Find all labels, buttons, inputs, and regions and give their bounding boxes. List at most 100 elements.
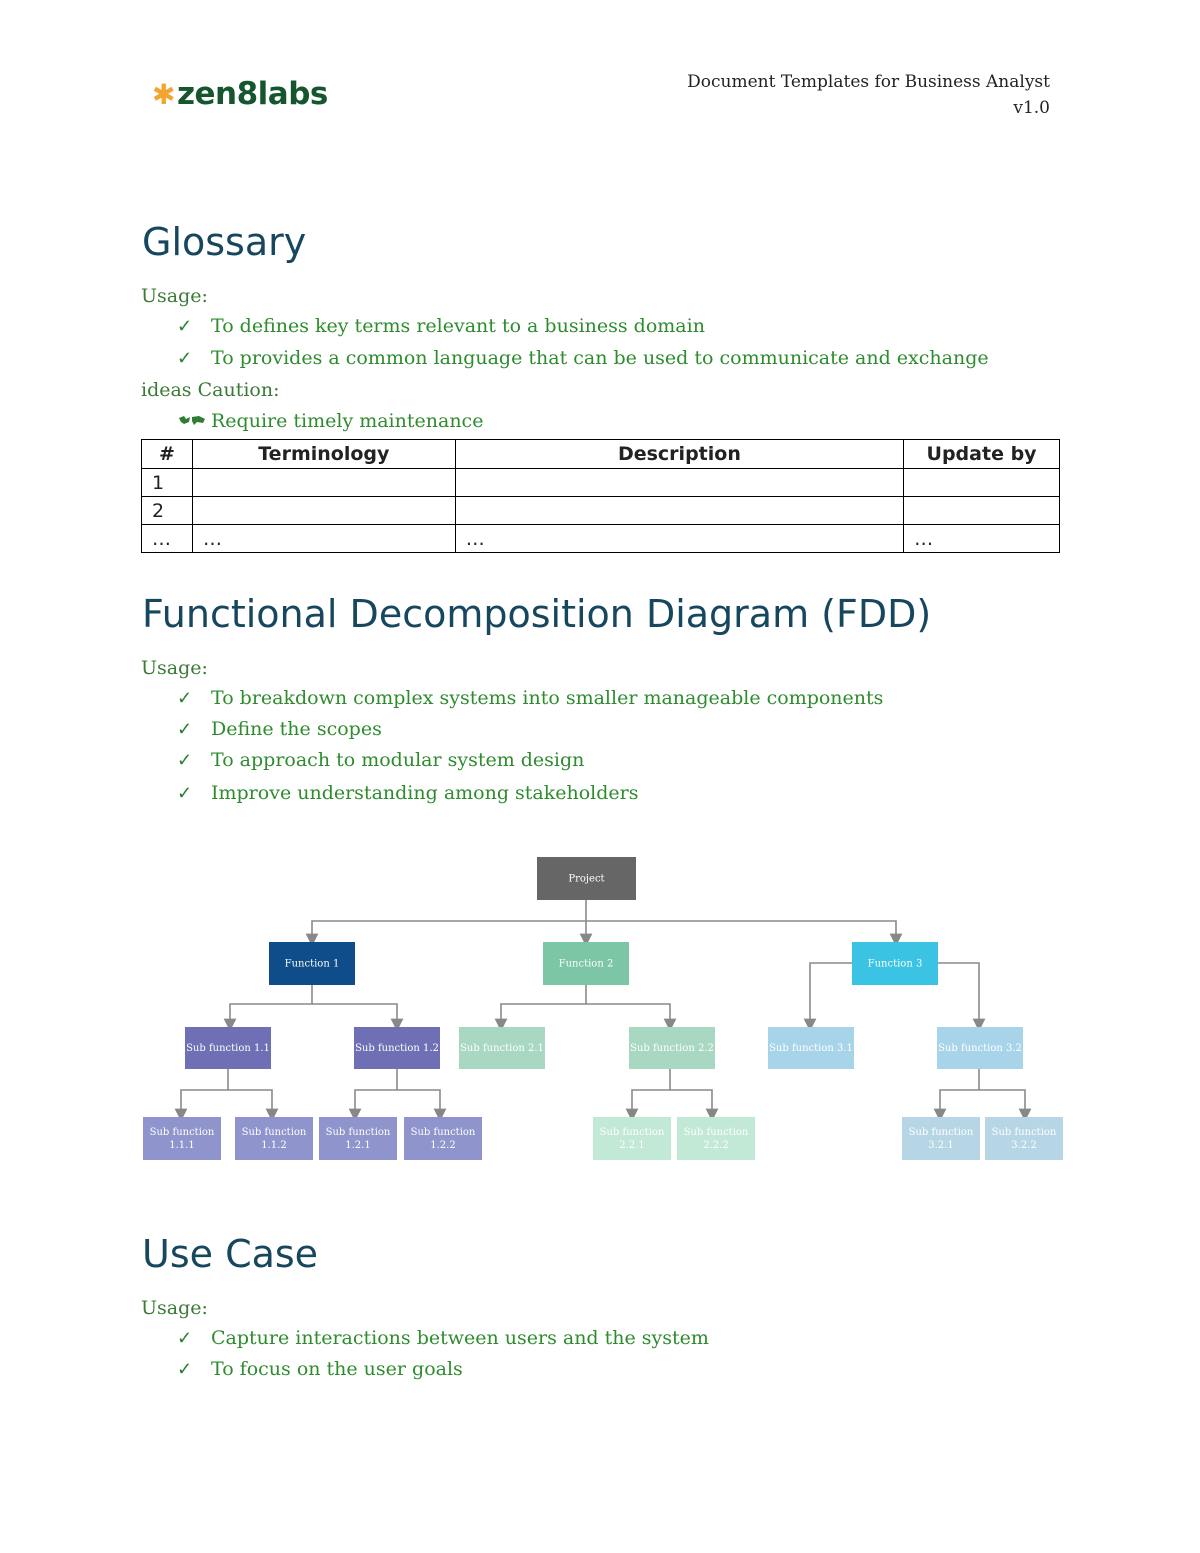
svg-text:Sub function: Sub function — [909, 1127, 974, 1138]
fdd-heading: Functional Decomposition Diagram (FDD) — [142, 592, 932, 636]
company-logo: ✱ zen8labs — [152, 72, 328, 116]
svg-text:Sub function 3.2: Sub function 3.2 — [938, 1043, 1022, 1054]
node-subfunction: Sub function 1.2 — [354, 1027, 440, 1069]
svg-text:2.2.1: 2.2.1 — [619, 1140, 644, 1151]
logo-text: zen8labs — [176, 76, 328, 112]
svg-text:1.1.1: 1.1.1 — [169, 1140, 194, 1151]
use-case-heading: Use Case — [142, 1232, 319, 1276]
table-cell — [454, 496, 905, 525]
checkmark-icon: ✓ — [177, 719, 193, 740]
connector-line — [938, 962, 986, 1032]
node-subfunction: Sub function 2.1 — [459, 1027, 545, 1069]
checkmark-icon: ✓ — [177, 316, 193, 337]
connector-line — [933, 1069, 980, 1122]
svg-text:1.2.2: 1.2.2 — [430, 1140, 455, 1151]
table-cell: … — [191, 524, 456, 553]
node-leaf-function: Sub function 2.2.2 — [677, 1117, 755, 1160]
document-title: Document Templates for Business Analyst — [687, 72, 1050, 92]
table-cell: … — [454, 524, 905, 553]
svg-text:Sub function: Sub function — [242, 1127, 307, 1138]
svg-text:Function 1: Function 1 — [285, 959, 340, 970]
fdd-bullet: ✓To breakdown complex systems into small… — [177, 687, 884, 709]
glossary-bullet: ✓To defines key terms relevant to a busi… — [177, 315, 705, 337]
table-cell: … — [903, 524, 1060, 553]
node-subfunction: Sub function 1.1 — [185, 1027, 271, 1069]
use-case-bullet: ✓To focus on the user goals — [177, 1358, 463, 1380]
connector-line — [305, 900, 587, 947]
table-row: … … … … — [141, 524, 1060, 553]
connector-line — [397, 1089, 447, 1122]
connector-line — [803, 962, 852, 1032]
table-cell — [191, 496, 456, 525]
warning-map-icon — [177, 410, 211, 432]
glossary-usage-label: Usage: — [141, 285, 208, 307]
table-cell: 1 — [141, 468, 193, 497]
checkmark-icon: ✓ — [177, 750, 193, 771]
connector-line — [670, 1089, 719, 1122]
svg-text:Function 3: Function 3 — [868, 959, 923, 970]
svg-text:3.2.2: 3.2.2 — [1011, 1140, 1036, 1151]
svg-text:Sub function 1.1: Sub function 1.1 — [186, 1043, 270, 1054]
node-leaf-function: Sub function 1.1.2 — [235, 1117, 313, 1160]
table-cell: … — [141, 524, 193, 553]
fdd-bullet: ✓Improve understanding among stakeholder… — [177, 782, 639, 804]
glossary-heading: Glossary — [142, 220, 307, 264]
svg-text:Sub function: Sub function — [684, 1127, 749, 1138]
node-leaf-function: Sub function 3.2.2 — [985, 1117, 1063, 1160]
glossary-table: # Terminology Description Update by 1 2 … — [141, 439, 1060, 553]
svg-text:Sub function: Sub function — [411, 1127, 476, 1138]
table-cell — [191, 468, 456, 497]
column-header: Description — [454, 439, 905, 469]
fdd-bullet: ✓To approach to modular system design — [177, 749, 585, 771]
svg-text:Sub function 3.1: Sub function 3.1 — [769, 1043, 853, 1054]
column-header: Terminology — [191, 439, 456, 469]
checkmark-icon: ✓ — [177, 348, 193, 369]
column-header: Update by — [903, 439, 1060, 469]
fdd-bullet: ✓Define the scopes — [177, 718, 382, 740]
node-leaf-function: Sub function 1.2.1 — [319, 1117, 397, 1160]
svg-text:Sub function: Sub function — [326, 1127, 391, 1138]
table-cell — [903, 468, 1060, 497]
node-subfunction: Sub function 3.2 — [937, 1027, 1023, 1069]
connector-line — [312, 1003, 404, 1032]
connector-line — [586, 1003, 677, 1032]
node-function: Function 2 — [543, 942, 629, 985]
connector-line — [223, 985, 313, 1032]
svg-text:1.2.1: 1.2.1 — [345, 1140, 370, 1151]
svg-text:Sub function: Sub function — [992, 1127, 1057, 1138]
connector-line — [174, 1069, 229, 1122]
connector-line — [625, 1069, 671, 1122]
use-case-bullet: ✓Capture interactions between users and … — [177, 1327, 709, 1349]
table-cell: 2 — [141, 496, 193, 525]
svg-text:1.1.2: 1.1.2 — [261, 1140, 286, 1151]
table-header-row: # Terminology Description Update by — [141, 439, 1060, 469]
document-version: v1.0 — [1013, 98, 1050, 118]
svg-text:Sub function 2.2: Sub function 2.2 — [630, 1043, 714, 1054]
node-leaf-function: Sub function 2.2.1 — [593, 1117, 671, 1160]
use-case-usage-label: Usage: — [141, 1297, 208, 1319]
glossary-bullet: ✓To provides a common language that can … — [177, 347, 989, 369]
node-subfunction: Sub function 3.1 — [768, 1027, 854, 1069]
fdd-usage-label: Usage: — [141, 657, 208, 679]
checkmark-icon: ✓ — [177, 1359, 193, 1380]
table-row: 1 — [141, 468, 1060, 497]
connector-line — [979, 1089, 1032, 1122]
node-subfunction: Sub function 2.2 — [629, 1027, 715, 1069]
svg-text:Sub function 2.1: Sub function 2.1 — [460, 1043, 544, 1054]
svg-text:Sub function 1.2: Sub function 1.2 — [355, 1043, 439, 1054]
connector-line — [494, 985, 587, 1032]
node-function: Function 3 — [852, 942, 938, 985]
node-project: Project — [537, 857, 636, 900]
node-function: Function 1 — [269, 942, 355, 985]
checkmark-icon: ✓ — [177, 783, 193, 804]
svg-text:Project: Project — [568, 874, 604, 885]
asterisk-logo-icon: ✱ — [152, 77, 175, 111]
svg-text:2.2.2: 2.2.2 — [703, 1140, 728, 1151]
connector-line — [586, 920, 903, 947]
column-header: # — [141, 439, 193, 469]
svg-text:Sub function: Sub function — [600, 1127, 665, 1138]
connector-line — [228, 1089, 279, 1122]
svg-text:Sub function: Sub function — [150, 1127, 215, 1138]
